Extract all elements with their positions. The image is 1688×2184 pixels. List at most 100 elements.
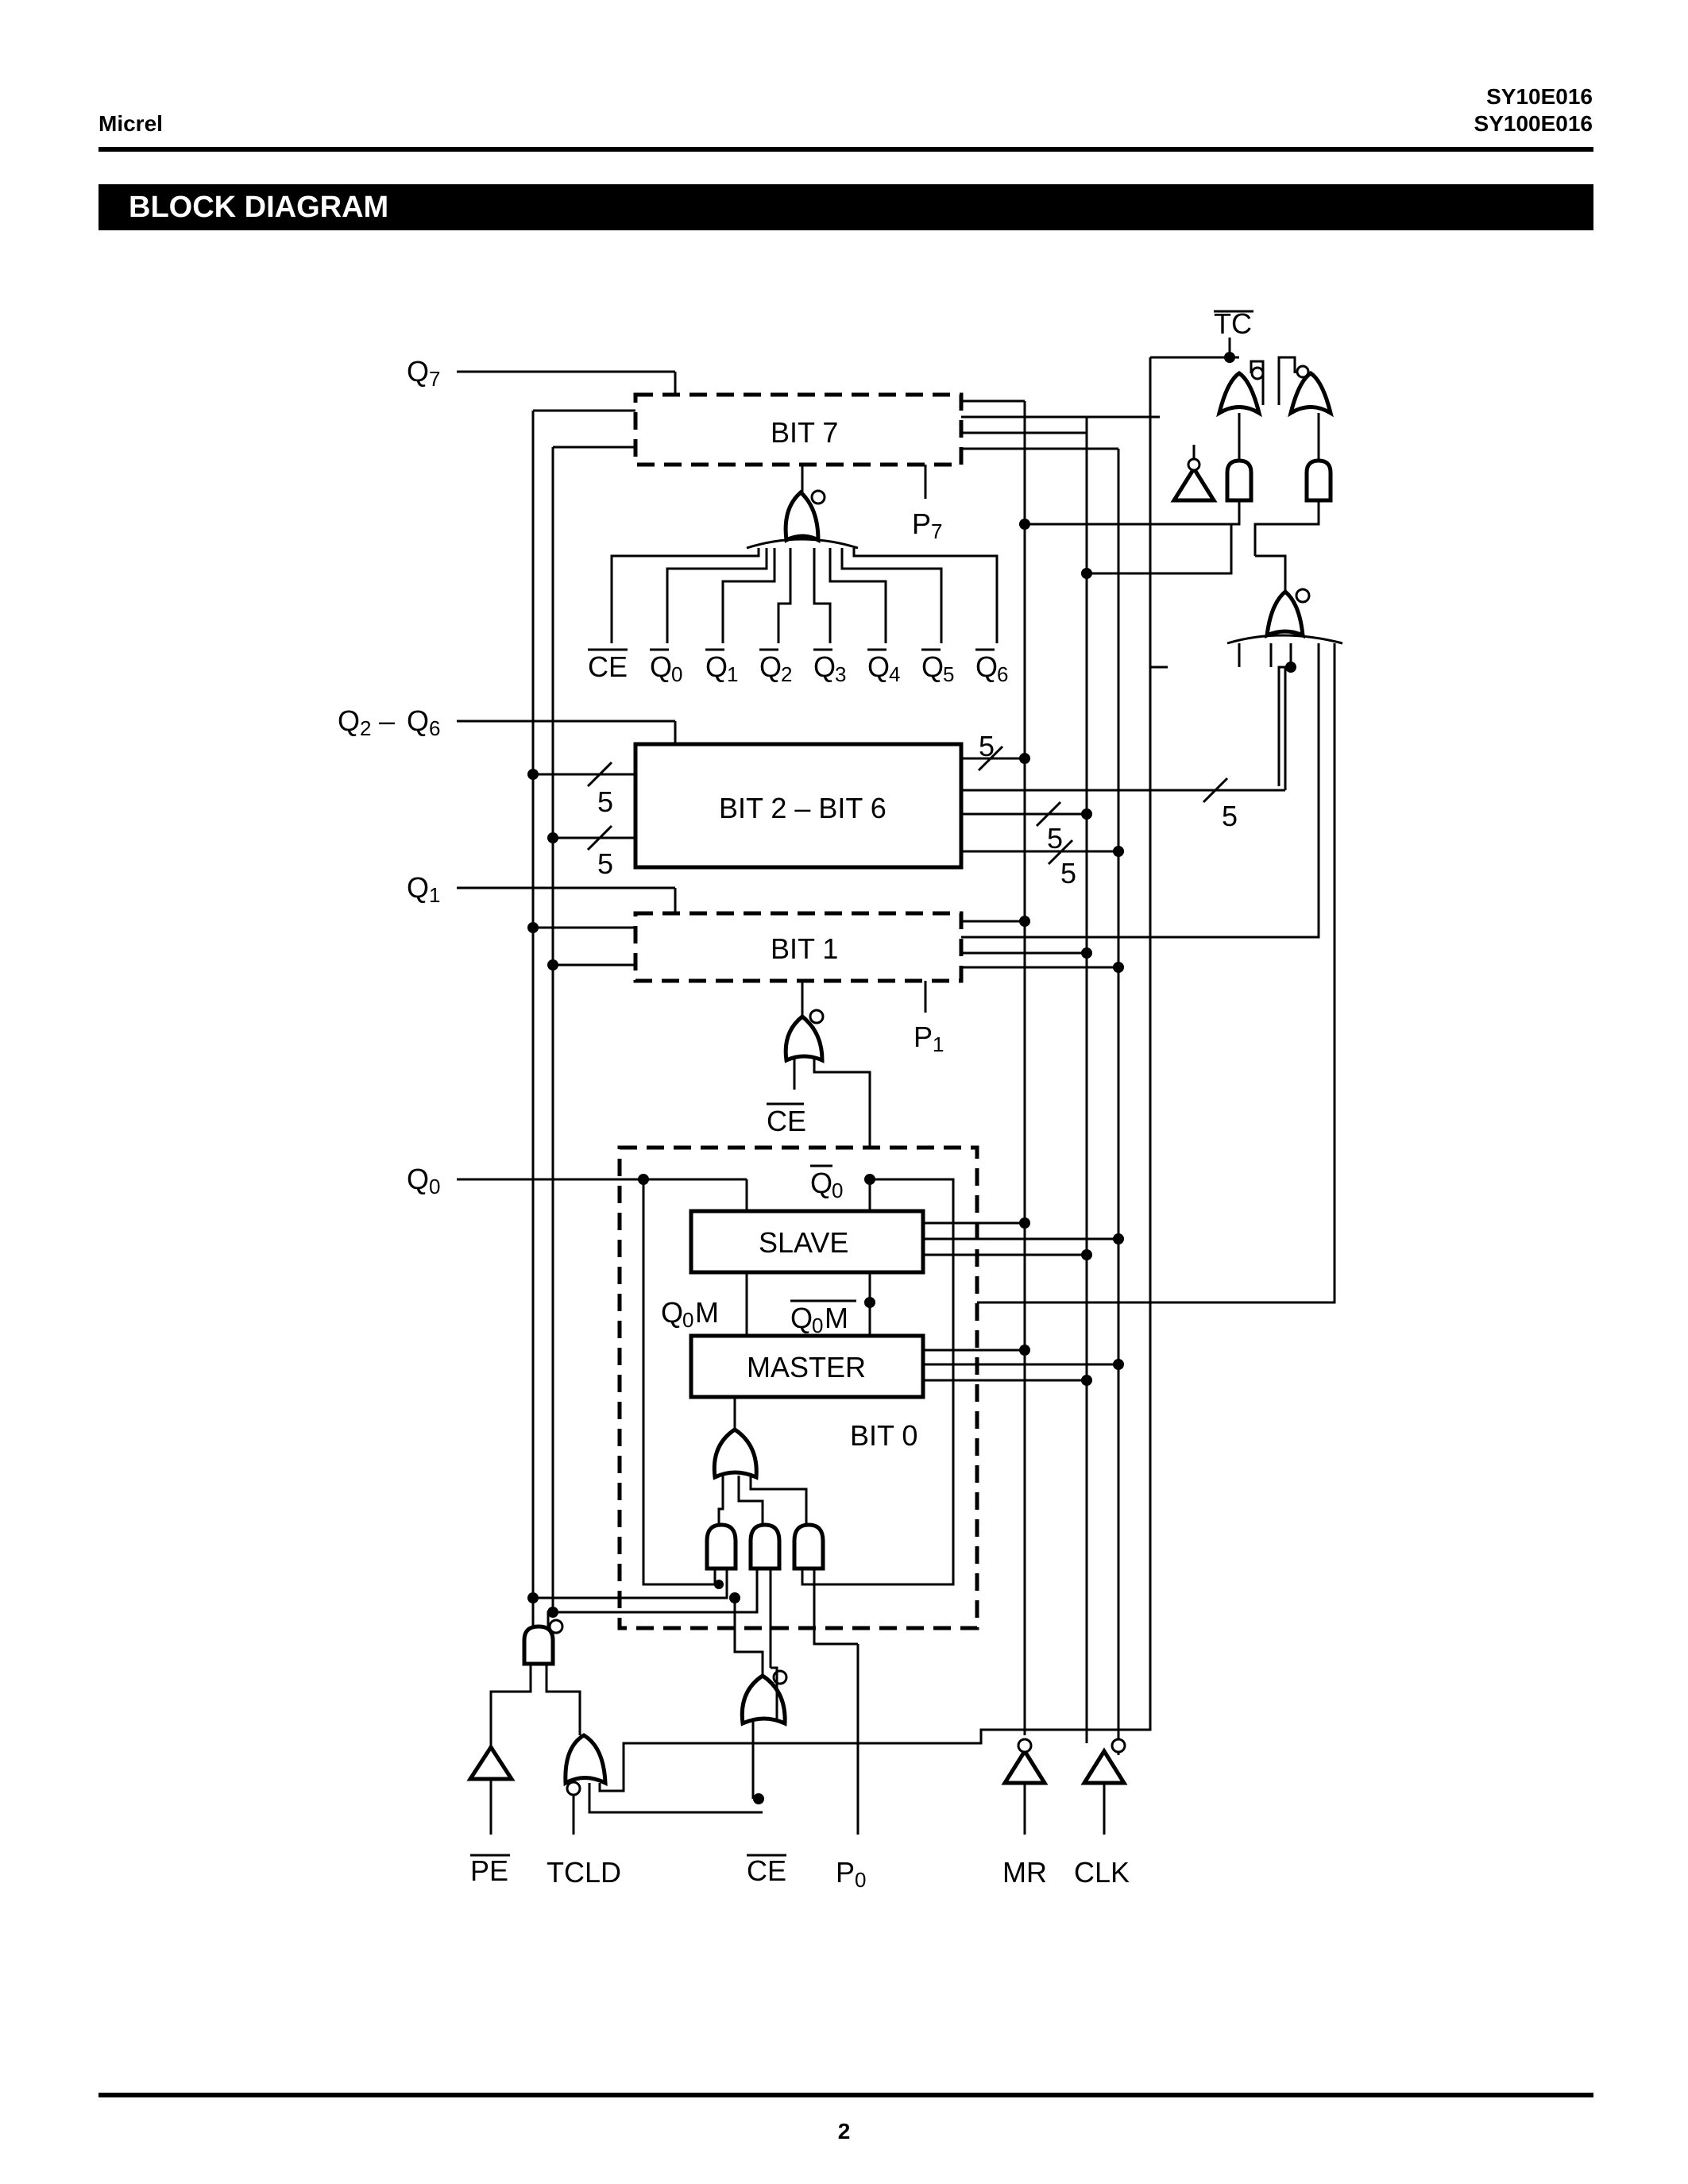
ce-nor-gate	[740, 1673, 787, 1727]
clkb-node-slave	[1113, 1233, 1124, 1244]
p7-sub: 7	[931, 519, 942, 543]
part-number-10e: SY10E016	[1486, 84, 1593, 109]
q0-output-sub: 0	[429, 1175, 440, 1198]
pe-buffer	[466, 1743, 516, 1781]
pe-and-gate	[522, 1624, 555, 1666]
footer-rule	[98, 2093, 1593, 2097]
nor-in-q2	[777, 548, 792, 643]
clk-input-label: CLK	[1074, 1856, 1130, 1889]
tc-clk-in	[1087, 524, 1233, 575]
bus-slash-4	[1202, 777, 1229, 804]
q0-output-label: Q	[407, 1163, 429, 1195]
tc-and-gate-2	[1304, 458, 1333, 503]
bus-width-2: 5	[597, 847, 613, 880]
clk-buffer	[1080, 1747, 1128, 1785]
tcld-or-bubble	[566, 1781, 581, 1796]
bit0-or-in-2	[737, 1476, 764, 1525]
ce-node	[753, 1793, 764, 1804]
load-node-b26b	[547, 832, 558, 843]
bus-slash-6	[1047, 839, 1074, 866]
svg-text:Q: Q	[921, 650, 944, 683]
bus-width-5: 5	[1047, 822, 1063, 855]
pe-and-bubble	[548, 1619, 564, 1634]
load-node-b1a	[527, 922, 539, 933]
svg-text:2: 2	[781, 662, 792, 686]
tc-or-gate-1	[1216, 370, 1262, 418]
svg-text:Q: Q	[813, 650, 836, 683]
p7-label: P	[912, 507, 931, 540]
bit0-and-gate-2	[748, 1522, 782, 1571]
svg-text:Q: Q	[650, 650, 672, 683]
tc-nor-node	[1285, 662, 1296, 673]
q0bar-label: Q	[810, 1167, 832, 1199]
pe-and-in-b	[545, 1664, 581, 1735]
svg-text:CE: CE	[588, 650, 628, 683]
q26-output-sub-b: 6	[429, 716, 440, 740]
q0m-m: M	[695, 1296, 719, 1329]
mr-node-master	[1019, 1345, 1030, 1356]
clk-node-b26	[1081, 808, 1092, 820]
bit1-block	[633, 911, 964, 983]
slave-block	[689, 1209, 925, 1275]
bus-slash-2	[586, 824, 613, 851]
tc-or-1-bubble	[1250, 366, 1265, 380]
tc-nor-gate	[1264, 588, 1305, 639]
p0-input-sub: 0	[855, 1868, 866, 1892]
bus-slash-5	[1035, 801, 1062, 828]
q0-fb-left	[642, 1179, 719, 1586]
q7-output-sub: 7	[429, 367, 440, 391]
bit0-and-gate-1	[705, 1522, 738, 1571]
tc-buffer	[1170, 465, 1218, 503]
slave-label: SLAVE	[759, 1226, 848, 1259]
bit1-nor-bubble	[809, 1009, 825, 1024]
bus-slash-1	[586, 761, 613, 788]
tcld-tc-in	[598, 667, 1152, 1792]
bit7-nor-gate	[783, 489, 821, 544]
svg-text:Q: Q	[975, 650, 998, 683]
q0bar-fb	[818, 1178, 955, 1586]
and2-in-a	[553, 1569, 759, 1614]
ce-input-label: CE	[747, 1854, 786, 1887]
bus-width-3: 5	[979, 730, 995, 762]
pe-and-out-b	[547, 1611, 553, 1626]
tc-and1-out	[1025, 500, 1241, 526]
nor-in-ce	[610, 548, 760, 643]
tc-or-2-bubble	[1296, 365, 1310, 379]
nor-in-q4	[829, 548, 887, 643]
tc-label: TC	[1214, 307, 1252, 340]
section-title: BLOCK DIAGRAM	[129, 191, 389, 224]
nor-in-q5	[840, 548, 943, 643]
q0m-sub: 0	[682, 1308, 693, 1332]
nor-in-q6	[852, 548, 999, 643]
bus-width-4: 5	[1222, 800, 1238, 832]
q0bar-sub: 0	[832, 1179, 843, 1202]
p1-sub: 1	[933, 1032, 944, 1056]
clk-buffer-bubble	[1111, 1738, 1126, 1754]
p0-input-label: P	[836, 1856, 855, 1889]
q26-output-sub-a: 2	[360, 716, 371, 740]
ce-bit1-label: CE	[767, 1105, 806, 1137]
svg-text:Q: Q	[867, 650, 890, 683]
svg-text:4: 4	[889, 662, 900, 686]
tcld-fb	[588, 1783, 763, 1814]
header-rule	[98, 147, 1593, 152]
tc-or-1-in	[1250, 360, 1265, 405]
clk-node-master	[1081, 1375, 1092, 1386]
nor-in-q3	[813, 548, 832, 643]
bit7-label: BIT 7	[771, 416, 838, 449]
tc-nor-out	[1255, 554, 1287, 592]
clkb-node-master	[1113, 1359, 1124, 1370]
bus-slash-3	[977, 745, 1004, 772]
q26-output-label: Q	[338, 704, 360, 737]
load-node-b0a	[527, 1592, 539, 1603]
load-node-b26a	[527, 769, 539, 780]
bit0-or-in-1	[717, 1476, 724, 1525]
clk-node-slave	[1081, 1249, 1092, 1260]
svg-text:Q: Q	[705, 650, 728, 683]
q1-output-label: Q	[407, 871, 429, 904]
bit7-nor-input-bar	[746, 538, 859, 550]
tc-buffer-bubble	[1187, 457, 1201, 472]
bit1-nor-in-q0	[813, 1056, 871, 1179]
part-number-100e: SY100E016	[1474, 111, 1593, 136]
